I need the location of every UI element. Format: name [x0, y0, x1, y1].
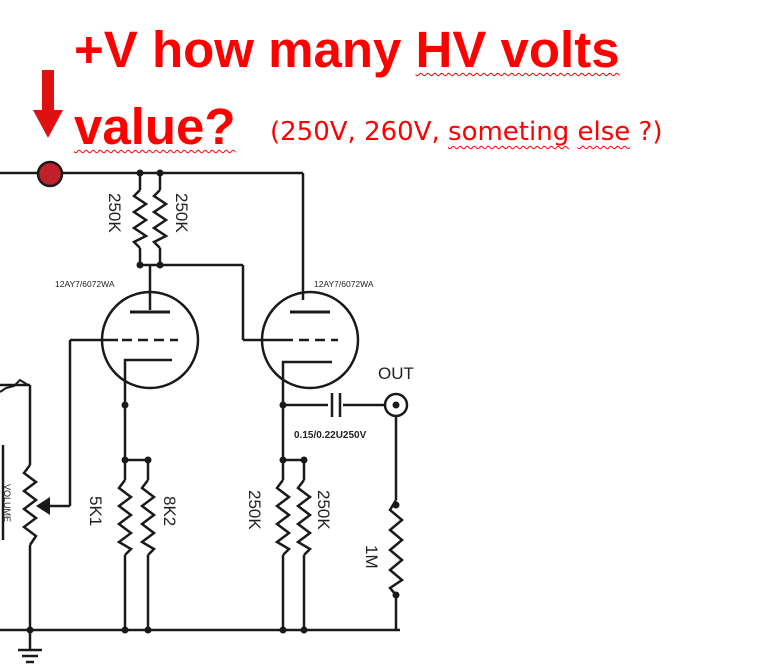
cathode-resistor-c-symbol [274, 479, 292, 556]
question-note-word2: else [577, 117, 631, 147]
wiper-arrow-icon [36, 497, 50, 515]
hv-supply-node [36, 160, 64, 188]
tube-v1-label: 12AY7/6072WA [55, 279, 115, 289]
question-note-word1: someting [448, 117, 570, 147]
plate-resistor-a-label: 250K [105, 193, 124, 233]
question-note-prefix: (250V, 260V, [270, 117, 449, 147]
question-note: (250V, 260V, someting else ?) [270, 119, 662, 145]
plate-resistor-b-symbol [151, 189, 169, 249]
wires [0, 171, 400, 650]
down-arrow-icon [33, 70, 63, 138]
ground-icon [18, 648, 42, 664]
resistors [21, 189, 405, 596]
tube-v2 [260, 290, 360, 390]
question-line-2: value? [74, 101, 236, 152]
cathode-resistor-d-label: 250K [314, 490, 333, 530]
output-resistor-label: 1M [362, 545, 381, 569]
cathode-resistor-a-symbol [116, 479, 134, 556]
plate-resistor-b-label: 250K [172, 193, 191, 233]
question-value-word: value? [74, 98, 236, 155]
junction-dots [26, 169, 400, 634]
output-resistor-symbol [388, 499, 405, 596]
volume-pot-symbol [21, 464, 39, 546]
output-jack-icon [383, 392, 409, 418]
question-line-1: +V how many HV volts [74, 24, 620, 75]
question-prefix: +V how many [74, 21, 416, 78]
cathode-resistor-d-symbol [295, 479, 313, 556]
partial-wire [0, 378, 29, 393]
question-note-suffix: ?) [630, 117, 663, 147]
coupling-cap-label: 0.15/0.22U250V [294, 430, 367, 441]
question-highlight: HV volts [415, 21, 620, 78]
cathode-resistor-b-label: 8K2 [160, 496, 179, 526]
cathode-resistor-a-label: 5K1 [86, 496, 105, 526]
out-label: OUT [378, 364, 414, 383]
coupling-capacitor [330, 393, 342, 417]
tube-v1 [100, 290, 200, 390]
cathode-resistor-b-symbol [139, 479, 157, 556]
plate-resistor-a-symbol [131, 189, 149, 249]
cathode-resistor-c-label: 250K [245, 490, 264, 530]
tube-v2-label: 12AY7/6072WA [314, 279, 374, 289]
volume-pot-label: VOLUME [2, 484, 12, 522]
